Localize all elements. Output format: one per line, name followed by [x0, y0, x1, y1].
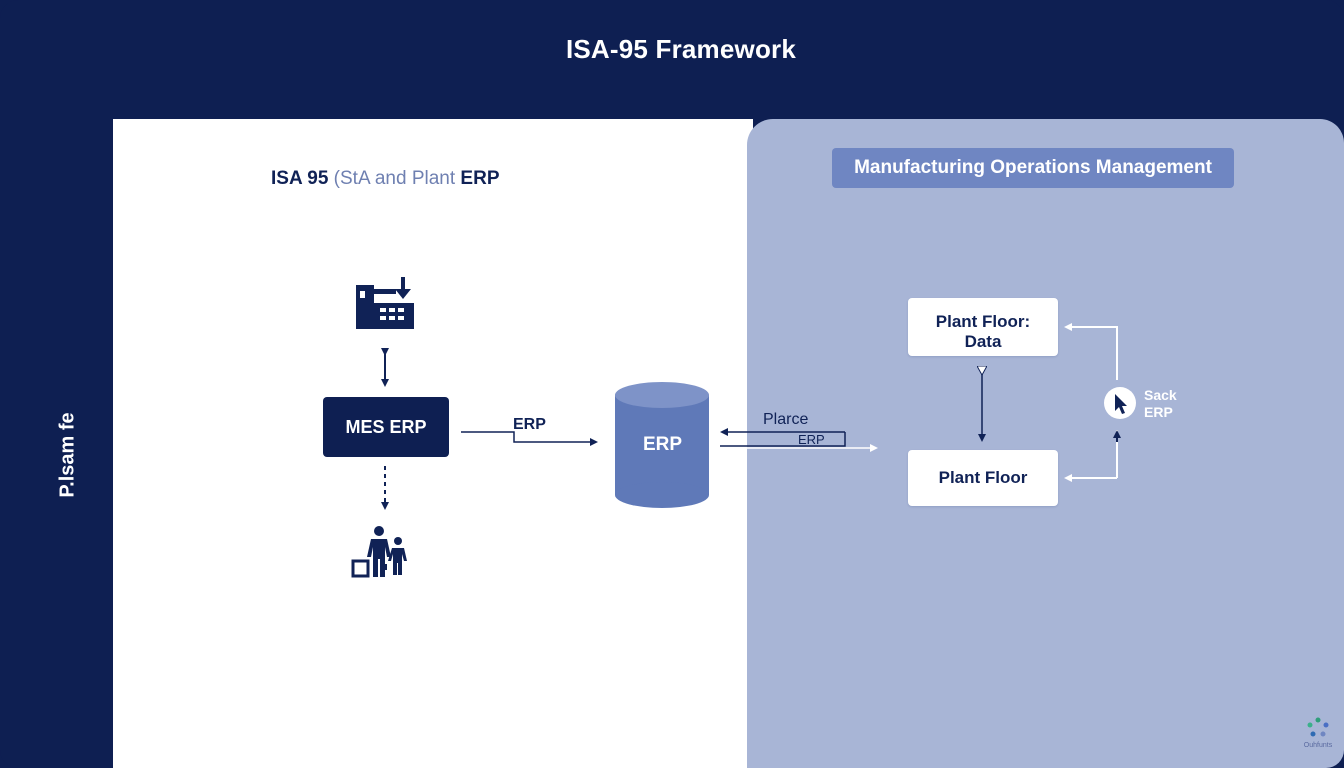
sack-line1: Sack — [1144, 387, 1177, 403]
diagram-title: ISA-95 Framework — [565, 34, 797, 64]
erp-arrow-label: ERP — [513, 416, 546, 433]
sack-label: Sack ERP — [1144, 387, 1177, 421]
people-icon — [351, 526, 407, 578]
factory-machine-icon — [356, 277, 414, 329]
place-label: Plarce — [763, 411, 809, 428]
mes-erp-box: MES ERP — [323, 397, 449, 457]
side-label: P.lsam fe — [56, 412, 79, 498]
middle-erp-label: ERP — [798, 432, 825, 447]
right-panel: Manufacturing Operations Management Plan… — [747, 119, 1344, 768]
plant-floor-data-line2: Data — [964, 332, 1002, 351]
sack-line2: ERP — [1144, 404, 1173, 420]
subtitle-faded: (StA and Plant — [333, 168, 456, 189]
cursor-icon — [1104, 387, 1136, 419]
plant-floor-node: Plant Floor — [908, 450, 1058, 506]
database-label: ERP — [643, 434, 683, 455]
plant-floor-data-node: Plant Floor: Data — [908, 298, 1058, 356]
plant-floor-data-line1: Plant Floor: — [935, 312, 1031, 331]
left-panel: ISA 95 (StA and Plant ERP MES ERP ERP — [113, 119, 753, 768]
subtitle-end: ERP — [455, 168, 500, 189]
subtitle-main: ISA 95 — [271, 168, 334, 189]
mom-badge: Manufacturing Operations Management — [832, 148, 1234, 188]
database-icon — [615, 382, 709, 508]
watermark-text: Ouhfunts — [1303, 742, 1333, 749]
left-panel-subtitle: ISA 95 (StA and Plant ERP — [271, 168, 500, 190]
watermark-logo-icon — [1307, 717, 1329, 737]
